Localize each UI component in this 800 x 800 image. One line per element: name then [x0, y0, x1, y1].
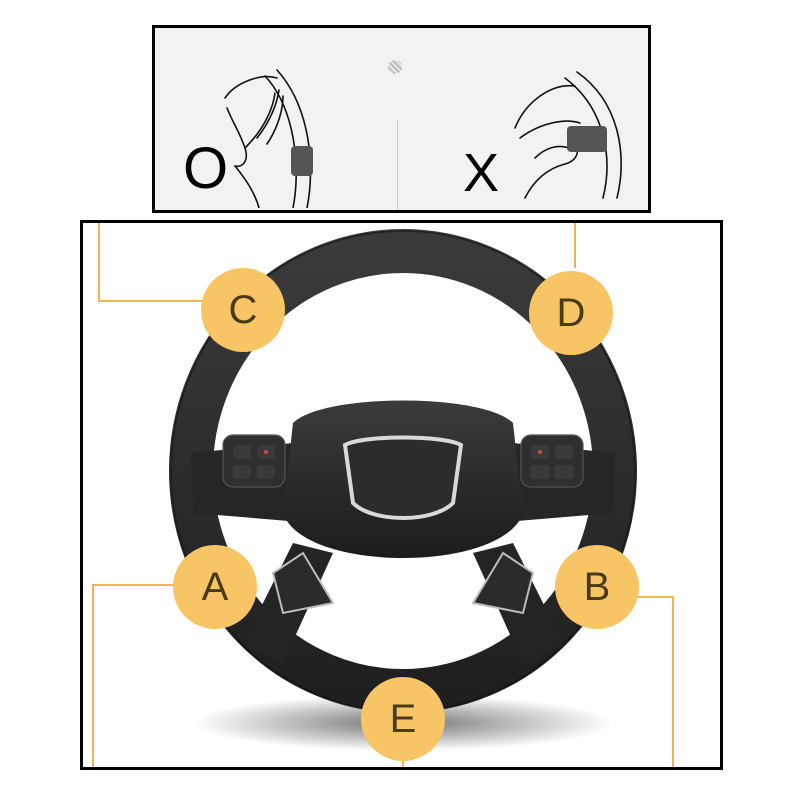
label-e: E	[361, 677, 445, 761]
incorrect-mark: X	[463, 143, 500, 203]
hub-emblem	[342, 435, 464, 520]
steering-wheel-panel: C D A B E	[80, 220, 723, 770]
label-c: C	[201, 268, 285, 352]
camera-dot-icon	[388, 60, 402, 74]
right-control-buttons	[520, 434, 584, 488]
left-paddle	[271, 551, 335, 615]
grip-instruction-panel: O X	[152, 25, 651, 213]
label-a: A	[173, 545, 257, 629]
right-paddle	[471, 551, 535, 615]
panel-divider	[397, 120, 398, 210]
correct-mark: O	[183, 136, 229, 201]
hand-cover-grip-icon	[224, 69, 313, 208]
hand-pinch-grip-icon	[514, 71, 622, 199]
label-b: B	[555, 545, 639, 629]
leader-line-a	[92, 584, 183, 767]
left-control-buttons	[222, 434, 286, 488]
leader-line-c	[98, 223, 203, 302]
leader-line-b	[631, 596, 674, 767]
label-d: D	[529, 271, 613, 355]
